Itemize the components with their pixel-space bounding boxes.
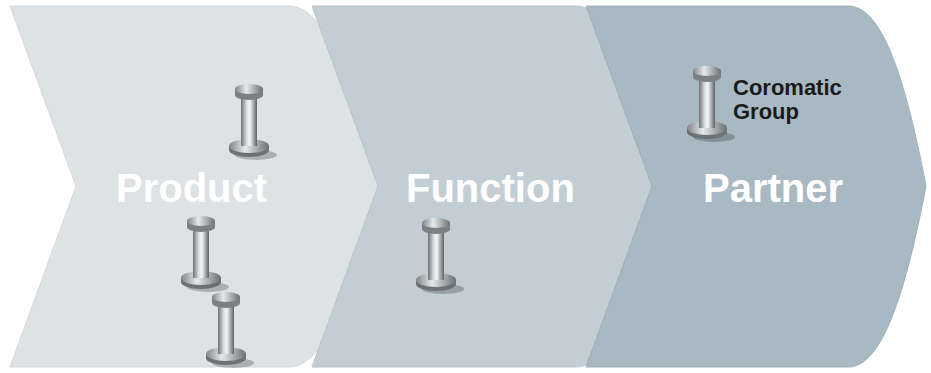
step-label: Partner (703, 166, 843, 210)
pin (416, 218, 464, 294)
pin (206, 292, 254, 368)
chevron-outline (586, 6, 926, 367)
pin (687, 66, 735, 142)
step-label: Product (116, 166, 267, 210)
chevron-step: Partner Coromatic Group (580, 0, 931, 373)
pin (181, 216, 229, 292)
chevron-outline (312, 6, 652, 367)
chevron-step: Product (0, 0, 382, 373)
chevron-outline (10, 6, 378, 367)
partner-name: Coromatic Group (733, 76, 842, 124)
pin (229, 84, 277, 160)
step-label: Function (406, 166, 575, 210)
